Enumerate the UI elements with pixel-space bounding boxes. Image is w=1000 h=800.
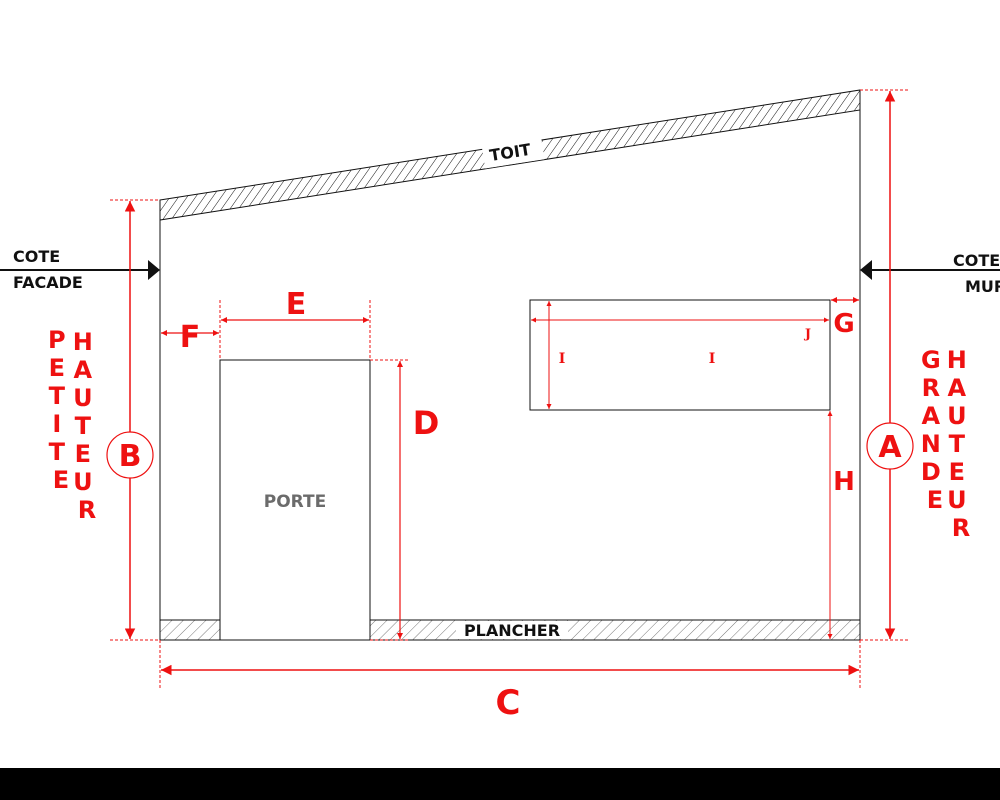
door-frame xyxy=(219,359,371,641)
roof-label-bg xyxy=(481,135,545,169)
dim-a-label: A xyxy=(878,430,902,465)
letter: E xyxy=(53,466,69,494)
letter: A xyxy=(948,374,967,402)
vertical-text-grande: G R A N D E xyxy=(921,346,949,514)
letter: D xyxy=(921,458,941,486)
dim-i-label-center: I xyxy=(709,351,716,367)
dimension-h: H xyxy=(827,411,855,639)
letter: U xyxy=(73,384,93,412)
dimension-e: E xyxy=(219,287,371,360)
dimension-g: G xyxy=(831,297,859,339)
floor-label: PLANCHER xyxy=(464,621,560,640)
letter: E xyxy=(49,354,65,382)
door: PORTE xyxy=(219,359,371,641)
dim-f-label: F xyxy=(180,320,201,355)
label-petite-hauteur: P E T I T E H A U T E U R xyxy=(48,326,101,524)
door-label: PORTE xyxy=(264,492,326,512)
letter: R xyxy=(922,374,940,402)
right-pointer-arrowhead xyxy=(860,260,872,280)
letter: H xyxy=(947,346,967,374)
letter: U xyxy=(947,486,967,514)
dimension-f: F xyxy=(161,320,219,355)
letter: A xyxy=(922,402,941,430)
vertical-text-petite: P E T I T E xyxy=(48,326,74,494)
letter: R xyxy=(952,514,970,542)
letter: P xyxy=(48,326,66,354)
letter: U xyxy=(73,468,93,496)
side-pointer-left: COTE FACADE xyxy=(0,247,160,292)
side-pointer-right: COTE MUR xyxy=(860,251,1000,296)
dim-h-label: H xyxy=(833,467,855,497)
letter: T xyxy=(49,438,66,466)
dim-c-label: C xyxy=(496,683,521,723)
footer-bar xyxy=(0,768,1000,800)
dimension-d: D xyxy=(370,359,440,641)
roof: TOIT xyxy=(159,89,861,221)
letter: H xyxy=(73,328,93,356)
dimension-b: B xyxy=(106,199,160,641)
letter: A xyxy=(74,356,93,384)
dim-b-circle xyxy=(106,431,154,479)
letter: T xyxy=(49,382,66,410)
dim-i-label-left: I xyxy=(559,351,566,367)
letter: T xyxy=(949,430,966,458)
letter: N xyxy=(921,430,941,458)
dimension-a: A xyxy=(860,89,914,641)
dim-e-label: E xyxy=(286,287,307,322)
vertical-text-hauteur-right: H A U T E U R xyxy=(947,346,975,542)
floor-slab-right xyxy=(369,619,861,641)
dim-j-label: J xyxy=(804,327,811,342)
floor-slab-left xyxy=(159,619,221,641)
window-frame xyxy=(529,299,831,411)
dim-b-label: B xyxy=(119,439,142,474)
letter: T xyxy=(75,412,92,440)
letter: E xyxy=(927,486,943,514)
letter: R xyxy=(78,496,96,524)
dim-d-label: D xyxy=(413,404,440,442)
left-side-label-2: FACADE xyxy=(13,273,83,292)
right-side-label-2: MUR xyxy=(965,277,1000,296)
letter: I xyxy=(52,410,61,438)
letter: E xyxy=(75,440,91,468)
letter: G xyxy=(921,346,941,374)
vertical-text-hauteur-left: H A U T E U R xyxy=(73,328,101,524)
letter: U xyxy=(947,402,967,430)
window: J I I xyxy=(529,299,831,411)
letter: E xyxy=(949,458,965,486)
label-grande-hauteur: G R A N D E H A U T E U R xyxy=(921,346,975,542)
dimension-c: C xyxy=(159,640,861,723)
floor-label-bg xyxy=(456,621,568,639)
walls xyxy=(159,110,861,640)
left-pointer-arrowhead xyxy=(148,260,160,280)
right-side-label-1: COTE xyxy=(953,251,1000,270)
dim-a-circle xyxy=(866,422,914,470)
left-side-label-1: COTE xyxy=(13,247,60,266)
dim-g-label: G xyxy=(833,309,854,339)
